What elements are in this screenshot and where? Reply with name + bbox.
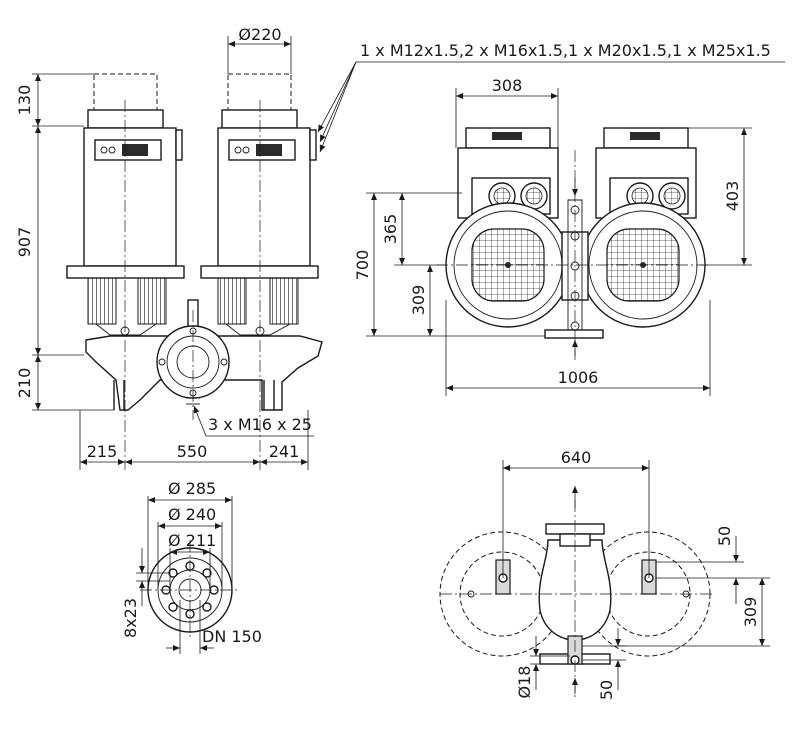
dim-total-height: 700: [353, 250, 372, 281]
front-total-width-dimension: 1006: [445, 300, 711, 396]
side-view: 130 907 210 Ø220 1 x M12x1.5,2 x M16x1.5…: [15, 25, 785, 470]
front-width-dimension: 308: [455, 76, 559, 148]
flange-bolt-hole: [168, 602, 178, 612]
dim-total-width: 1006: [558, 368, 599, 387]
flange-bolt-hole: [202, 602, 212, 612]
foot-bolts-label: 3 x M16 x 25: [208, 415, 312, 434]
dim-offset-bottom: 50: [597, 680, 616, 700]
dim-left-offset: 215: [87, 442, 118, 461]
motor-diameter-dimension: Ø220: [227, 25, 292, 74]
dim-front-width: 308: [492, 76, 523, 95]
side-horizontal-dimensions: 215 550 241: [79, 410, 309, 470]
dim-motor-height: 907: [15, 227, 34, 258]
front-motor-left: [457, 127, 559, 219]
cable-gland-callout: 1 x M12x1.5,2 x M16x1.5,1 x M20x1.5,1 x …: [317, 41, 785, 153]
front-view: 308 403 700 365 309 1006: [353, 76, 752, 396]
nominal-diameter-label: DN 150: [202, 627, 262, 646]
foot-bolts-callout: 3 x M16 x 25: [193, 405, 314, 437]
flange-view: Ø 285 Ø 240 Ø 211 8x23 DN 150: [121, 479, 262, 654]
flange-bolt-hole: [202, 568, 212, 578]
front-fan-housings: [445, 199, 706, 339]
dim-hole-diameter: Ø18: [515, 666, 534, 699]
dim-foot-distance: 640: [561, 448, 592, 467]
dim-bolt-circle: Ø 240: [168, 505, 216, 524]
dim-motor-diameter: Ø220: [238, 25, 281, 44]
front-vertical-dimensions: 700 365 309: [353, 192, 545, 337]
dim-foot-axis-height: 309: [741, 597, 760, 628]
side-vertical-dimensions: 130 907 210: [15, 73, 114, 411]
dim-flange-outer: Ø 285: [168, 479, 216, 498]
front-motor-top-dimension: 403: [688, 127, 752, 266]
foot-view: 640 50 309 Ø18 50: [439, 448, 770, 700]
dim-right-offset: 241: [269, 442, 300, 461]
dim-offset-top: 50: [715, 526, 734, 546]
motor-right: [200, 109, 319, 336]
front-motor-right: [595, 127, 697, 219]
dim-pipe-axis: 309: [409, 285, 428, 316]
dim-raised-face: Ø 211: [168, 531, 216, 550]
dim-axis-height: 365: [381, 214, 400, 245]
dim-axis-distance: 550: [177, 442, 208, 461]
dim-base-height: 210: [15, 368, 34, 399]
cable-glands-label: 1 x M12x1.5,2 x M16x1.5,1 x M20x1.5,1 x …: [360, 41, 771, 60]
motor-left: [66, 109, 185, 336]
bolt-holes-label: 8x23: [121, 598, 140, 638]
dim-top-height: 130: [15, 85, 34, 116]
dim-motor-top: 403: [723, 181, 742, 212]
